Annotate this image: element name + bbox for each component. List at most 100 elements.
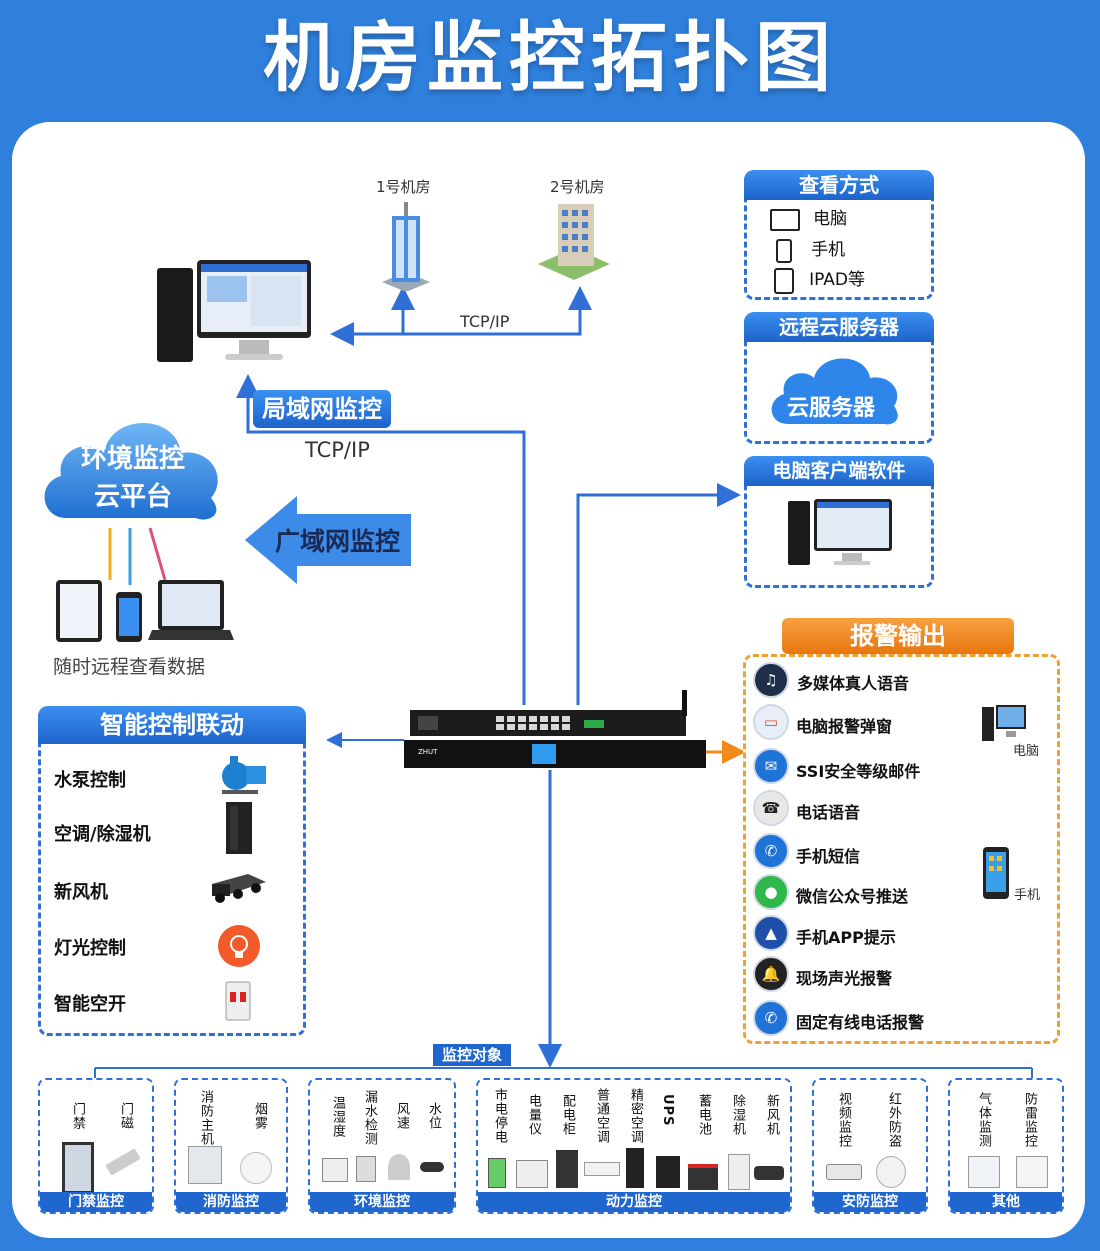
laptop-icon [770,208,800,231]
distribution-cabinet-icon [556,1150,578,1188]
wechat-icon: ● [753,874,789,910]
room2-label: 2号机房 [550,178,605,196]
view-item-phone: 手机 [776,235,845,263]
view-item-pc: 电脑 [770,204,847,231]
smoke-detector-icon [240,1152,272,1184]
view-item-ipad: IPAD等 [774,265,865,294]
item-smoke: 烟雾 [252,1102,267,1130]
category-security: 视频监控 红外防盗 安防监控 [812,1078,928,1214]
category-label-power: 动力监控 [478,1192,790,1212]
alarm-item-popup: 电脑报警弹窗 [796,717,893,736]
lightning-monitor-icon [1016,1156,1048,1188]
leak-sensor-icon [356,1156,376,1182]
cloud-server-icon [766,348,906,432]
item-precision-ac: 精密空调 [628,1088,643,1144]
alarm-pc-icon [980,703,1028,747]
item-meter: 电量仪 [526,1094,541,1136]
monitor-object-label: 监控对象 [433,1044,511,1066]
alarm-item-voice: 多媒体真人语音 [797,674,910,693]
control-item-pump: 水泵控制 [54,770,126,791]
smart-control-title: 智能控制联动 [38,706,306,744]
fresh-air-icon [754,1166,784,1180]
control-item-fresh-air: 新风机 [54,882,108,903]
alarm-item-email: SSI安全等级邮件 [796,762,921,781]
item-dehumidifier: 除湿机 [730,1094,745,1136]
telephone-voice-icon: ☎ [753,790,789,826]
alarm-pc-label: 电脑 [1013,744,1040,759]
building1-icon [376,196,436,295]
cloud-platform-line1: 环境监控 [80,444,185,474]
split-ac-icon [584,1162,620,1176]
lan-monitor-label: 局域网监控 [253,390,391,428]
aircon-cabinet-icon [224,800,254,860]
dehumidifier-icon [728,1154,750,1190]
item-water-leak: 漏水检测 [362,1090,377,1146]
tcpip-lan-label: TCP/IP [305,438,370,462]
alarm-phone-icon [982,846,1010,904]
wan-arrow-icon [245,496,415,588]
remote-view-label: 随时远程查看数据 [53,656,206,678]
light-bulb-icon [217,924,261,972]
door-icon [62,1142,94,1194]
fresh-air-unit-icon [208,870,268,908]
cloud-platform-icon [36,398,226,537]
room1-label: 1号机房 [376,178,431,196]
tcpip-top-label: TCP/IP [460,312,510,331]
camera-icon [826,1164,862,1180]
category-label-security: 安防监控 [814,1192,926,1212]
infrared-sensor-icon [876,1156,906,1188]
anemometer-icon [388,1154,410,1180]
phone-icon [776,238,792,263]
cloud-server-title: 远程云服务器 [744,312,934,342]
building2-icon [534,196,614,285]
item-wind-speed: 风速 [394,1102,409,1130]
speaker-icon: ♫ [753,662,789,698]
category-label-environment: 环境监控 [310,1192,454,1212]
pc-client-icon [786,495,896,574]
wan-monitor-label: 广域网监控 [275,527,401,556]
category-label-access: 门禁监控 [40,1192,152,1212]
gas-detector-icon [968,1156,1000,1188]
category-label-other: 其他 [950,1192,1062,1212]
item-water-level: 水位 [426,1102,441,1130]
control-item-light: 灯光控制 [54,938,126,959]
alarm-item-siren: 现场声光报警 [796,969,893,988]
item-infrared: 红外防盗 [886,1092,901,1148]
category-power: 市电停电 电量仪 配电柜 普通空调 精密空调 UPS 蓄电池 除湿机 新风机 动… [476,1078,792,1214]
item-battery: 蓄电池 [696,1094,711,1136]
battery-icon [688,1164,718,1190]
door-magnet-icon [105,1148,141,1176]
remote-devices-icon [54,578,234,652]
item-distribution: 配电柜 [560,1094,575,1136]
circuit-breaker-icon [224,980,252,1026]
category-other: 气体监测 防雷监控 其他 [948,1078,1064,1214]
power-relay-icon [488,1158,506,1188]
water-level-sensor-icon [420,1162,444,1172]
item-door-magnet: 门磁 [118,1102,133,1130]
category-environment: 温湿度 漏水检测 风速 水位 环境监控 [308,1078,456,1214]
pc-client-title: 电脑客户端软件 [744,456,934,486]
category-label-fire: 消防监控 [176,1192,286,1212]
item-gas: 气体监测 [976,1092,991,1148]
item-temp-humidity: 温湿度 [330,1096,345,1138]
item-fresh-air: 新风机 [764,1094,779,1136]
rack-device-icon: ZHUT [404,690,706,768]
popup-window-icon: ▭ [753,704,789,740]
alarm-item-phone-voice: 电话语音 [796,803,861,822]
monitoring-host-device: ZHUT [404,688,706,776]
ups-icon [656,1156,680,1188]
view-method-title: 查看方式 [744,170,934,200]
tablet-icon [774,267,794,294]
item-mains-outage: 市电停电 [492,1088,507,1144]
page-title: 机房监控拓扑图 [263,13,837,102]
item-fire-host: 消防主机 [198,1090,213,1146]
host-computer [155,256,315,366]
alarm-item-wechat: 微信公众号推送 [796,887,909,906]
power-meter-icon [516,1160,548,1188]
svg-text:ZHUT: ZHUT [418,748,438,756]
alarm-item-app: 手机APP提示 [796,928,896,947]
control-item-aircon: 空调/除湿机 [54,824,151,845]
item-ups: UPS [660,1094,675,1127]
alarm-item-landline: 固定有线电话报警 [796,1013,925,1032]
cloud-platform-line2: 云平台 [93,482,172,512]
